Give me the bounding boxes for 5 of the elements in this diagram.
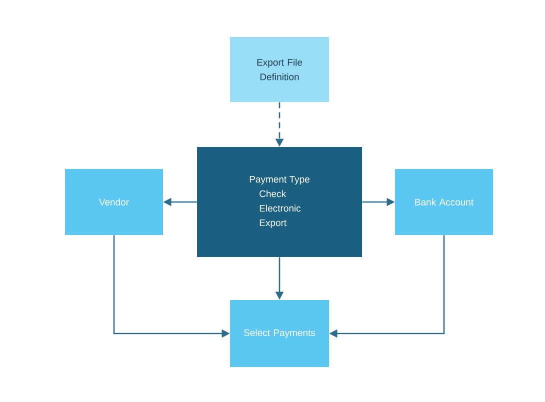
process-box: Bank Account <box>395 169 493 235</box>
process-box: Export File Definition <box>230 37 329 102</box>
process-box: Select Payments <box>230 300 329 367</box>
process-box: Payment Type Check Electronic Export <box>197 147 362 257</box>
process-box: Vendor <box>65 169 163 235</box>
